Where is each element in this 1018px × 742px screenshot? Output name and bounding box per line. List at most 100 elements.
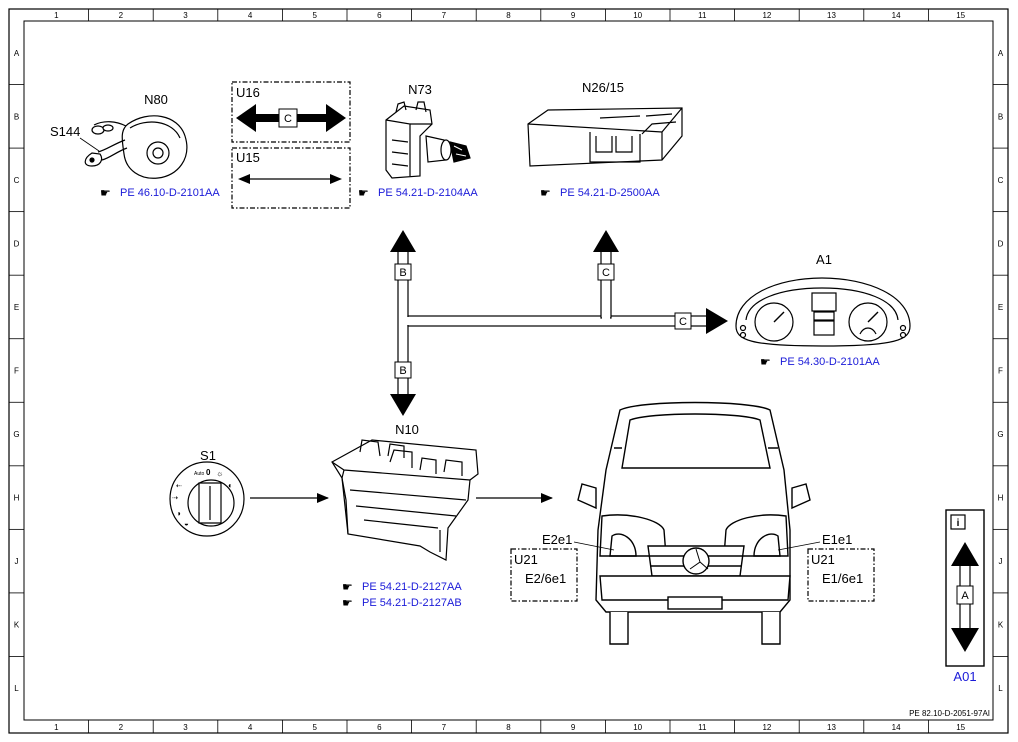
sidelight-right-icon: ⇢: [172, 495, 178, 502]
grid-column-label: 11: [698, 11, 707, 20]
reference-hand-icon: ☛: [342, 596, 353, 610]
grid-column-label: 4: [248, 723, 253, 732]
grid-column-label: 15: [956, 11, 965, 20]
u16-u15-legend: U16 U15 C: [231, 81, 351, 209]
e2e1-u21-label: U21: [514, 552, 538, 567]
bus-c-right-letter: C: [679, 316, 687, 328]
grid-column-label: 6: [377, 723, 382, 732]
reference-hand-icon: ☛: [342, 580, 353, 594]
grid-column-label: 14: [892, 11, 901, 20]
grid-column-label: 15: [956, 723, 965, 732]
s144-label: S144: [50, 124, 80, 139]
n26-label: N26/15: [582, 80, 624, 95]
grid-row-label: B: [14, 112, 19, 121]
grid-column-label: 1: [54, 11, 59, 20]
grid-column-label: 12: [762, 11, 771, 20]
u16-thick-bidirectional-arrow: C: [236, 104, 346, 132]
grid-row-label: E: [998, 303, 1003, 312]
grid-row-label: L: [998, 684, 1003, 693]
grid-column-label: 10: [633, 723, 642, 732]
grid-column-label: 13: [827, 723, 836, 732]
info-icon-glyph: i: [957, 518, 960, 529]
grid-row-label: E: [14, 303, 19, 312]
grid-column-label: 8: [506, 723, 511, 732]
a1-reference-link[interactable]: PE 54.30-D-2101AA: [780, 356, 880, 368]
reference-hand-icon: ☛: [100, 186, 111, 200]
grid-column-label: 2: [119, 11, 124, 20]
light-switch-drawing: [169, 461, 245, 537]
grid-row-label: G: [997, 430, 1003, 439]
s1-zero-text: 0: [206, 468, 211, 477]
grid-column-label: 10: [633, 11, 642, 20]
e1e1-sub-label: E1/6e1: [822, 571, 863, 586]
grid-row-label: J: [15, 557, 19, 566]
u15-thin-bidirectional-arrow: [238, 174, 342, 184]
van-front-drawing: [577, 401, 811, 645]
n10-component: N10 ☛ PE 54.21-D-2127AA ☛ PE 54.21-D-212…: [331, 422, 553, 610]
grid-column-label: 11: [698, 723, 707, 732]
e1e1-u21-label: U21: [811, 552, 835, 567]
grid-column-label: 3: [183, 723, 188, 732]
e1e1-annotation: E1e1 U21 E1/6e1: [777, 532, 875, 602]
grid-row-label: H: [14, 494, 20, 503]
sam-module-drawing: [331, 439, 479, 561]
legend-a01: i A A01: [945, 509, 985, 684]
n73-label: N73: [408, 82, 432, 97]
grid-row-label: C: [998, 176, 1004, 185]
grid-column-label: 9: [571, 11, 576, 20]
grid-row-label: L: [14, 684, 19, 693]
reference-hand-icon: ☛: [540, 186, 551, 200]
a1-component: A1 ☛ PE 54.30-D-2101AA: [735, 252, 911, 369]
info-icon[interactable]: [950, 514, 966, 530]
n80-reference-link[interactable]: PE 46.10-D-2101AA: [120, 187, 220, 199]
reference-hand-icon: ☛: [760, 355, 771, 369]
a1-label: A1: [816, 252, 832, 267]
n10-reference-link-2[interactable]: PE 54.21-D-2127AB: [362, 597, 462, 609]
n73-component: N73 ☛ PE 54.21-D-2104AA: [358, 82, 478, 200]
instrument-cluster-drawing: [735, 277, 911, 347]
grid-column-label: 3: [183, 11, 188, 20]
grid-column-label: 7: [442, 723, 447, 732]
grid-column-label: 5: [312, 723, 317, 732]
e2e1-annotation: E2e1 U21 E2/6e1: [510, 532, 615, 602]
grid-column-label: 1: [54, 723, 59, 732]
s1-auto-text: Auto: [194, 471, 205, 477]
n80-label: N80: [144, 92, 168, 107]
grid-row-label: K: [14, 621, 20, 630]
grid-column-label: 5: [312, 11, 317, 20]
grid-row-label: F: [998, 367, 1003, 376]
legend-code-link[interactable]: A01: [953, 669, 976, 684]
drawing-frame: [8, 8, 1009, 734]
n10-reference-link-1[interactable]: PE 54.21-D-2127AA: [362, 581, 462, 593]
s1-label: S1: [200, 448, 216, 463]
grid-column-label: 9: [571, 723, 576, 732]
fog-light-icon: ◑: [176, 509, 181, 518]
grid-row-label: A: [14, 49, 20, 58]
n10-label: N10: [395, 422, 419, 437]
grid-column-label: 14: [892, 723, 901, 732]
grid-column-label: 4: [248, 11, 253, 20]
reference-hand-icon: ☛: [358, 186, 369, 200]
grid-row-label: F: [14, 367, 19, 376]
n80-component: N80 S144 ☛ PE 46.10-D-2101AA: [50, 92, 220, 200]
bus-c-upper-letter: C: [602, 267, 610, 279]
grid-row-label: K: [998, 621, 1004, 630]
n73-reference-link[interactable]: PE 54.21-D-2104AA: [378, 187, 478, 199]
e1e1-label: E1e1: [822, 532, 852, 547]
grid-row-label: G: [13, 430, 19, 439]
grid-column-label: 6: [377, 11, 382, 20]
grid-row-label: J: [999, 557, 1003, 566]
grid-row-label: H: [998, 494, 1004, 503]
grid-labels: 1122334455667788991010111112121313141415…: [9, 9, 1008, 733]
u16-label: U16: [236, 85, 260, 100]
e2e1-label: E2e1: [542, 532, 572, 547]
grid-row-label: B: [998, 112, 1003, 121]
n26-component: N26/15 ☛ PE 54.21-D-2500AA: [527, 80, 683, 200]
bus-b-upper-letter: B: [399, 267, 406, 279]
n26-reference-link[interactable]: PE 54.21-D-2500AA: [560, 187, 660, 199]
grid-column-label: 7: [442, 11, 447, 20]
e2e1-sub-label: E2/6e1: [525, 571, 566, 586]
grid-row-label: D: [14, 239, 20, 248]
sidelight-left-icon: ⇠: [176, 483, 182, 490]
